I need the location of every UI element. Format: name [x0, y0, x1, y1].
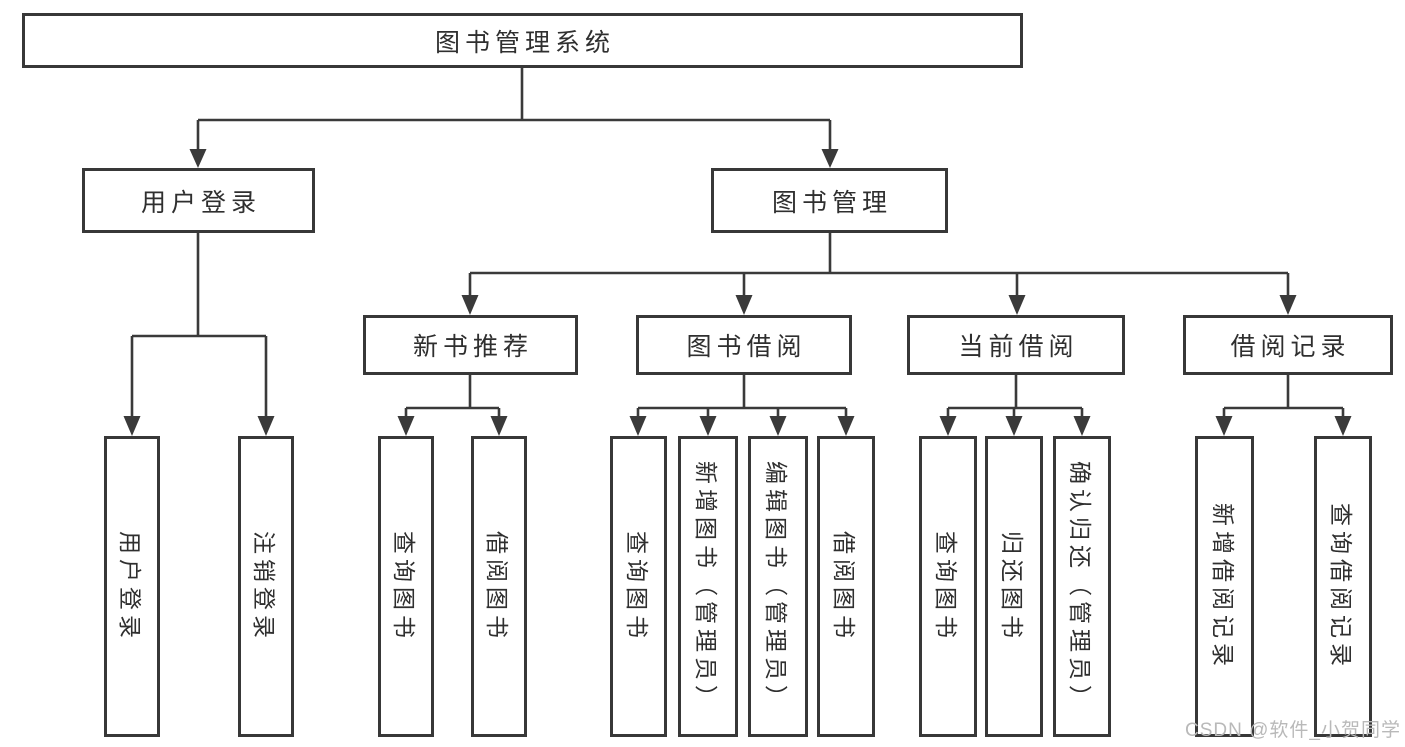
node-current-borrow: 当前借阅 — [907, 315, 1125, 375]
node-user-login-label: 用户登录 — [140, 188, 261, 217]
node-new-book-recommend: 新书推荐 — [363, 315, 578, 375]
node-book-management-label: 图书管理 — [771, 188, 892, 217]
leaf-confirm-return-admin: 确认归还（管理员） — [1053, 436, 1111, 737]
leaf-borrow-query-book: 查询图书 — [610, 436, 667, 737]
csdn-watermark: CSDN @软件_小贺同学 — [1185, 720, 1401, 741]
leaf-return-book: 归还图书 — [985, 436, 1043, 737]
leaf-add-borrow-record-label: 新增借阅记录 — [1209, 502, 1236, 671]
node-borrow-records: 借阅记录 — [1183, 315, 1393, 375]
leaf-query-borrow-record: 查询借阅记录 — [1314, 436, 1372, 737]
node-current-borrow-label: 当前借阅 — [958, 333, 1079, 361]
leaf-edit-book-admin: 编辑图书（管理员） — [748, 436, 808, 737]
leaf-recommend-borrow-book: 借阅图书 — [471, 436, 527, 737]
leaf-add-book-admin: 新增图书（管理员） — [678, 436, 738, 737]
leaf-recommend-query-book-label: 查询图书 — [391, 530, 417, 643]
leaf-logout: 注销登录 — [238, 436, 294, 737]
leaf-borrow-book-label: 借阅图书 — [831, 530, 857, 643]
leaf-borrow-book: 借阅图书 — [817, 436, 875, 737]
leaf-user-login-label: 用户登录 — [117, 530, 143, 643]
node-borrow-records-label: 借阅记录 — [1230, 333, 1351, 361]
leaf-borrow-query-book-label: 查询图书 — [623, 530, 650, 643]
leaf-query-borrow-record-label: 查询借阅记录 — [1328, 502, 1354, 671]
node-new-book-recommend-label: 新书推荐 — [412, 333, 533, 361]
leaf-current-query-book: 查询图书 — [919, 436, 977, 737]
node-book-borrow: 图书借阅 — [636, 315, 852, 375]
node-book-management: 图书管理 — [711, 168, 948, 233]
leaf-edit-book-admin-label: 编辑图书（管理员） — [763, 460, 789, 713]
leaf-logout-label: 注销登录 — [251, 530, 277, 643]
leaf-user-login: 用户登录 — [104, 436, 160, 737]
leaf-current-query-book-label: 查询图书 — [933, 530, 959, 643]
leaf-recommend-query-book: 查询图书 — [378, 436, 434, 737]
node-book-borrow-label: 图书借阅 — [686, 333, 807, 361]
leaf-confirm-return-admin-label: 确认归还（管理员） — [1067, 460, 1093, 713]
leaf-recommend-borrow-book-label: 借阅图书 — [484, 530, 510, 643]
leaf-add-borrow-record: 新增借阅记录 — [1195, 436, 1254, 737]
node-root: 图书管理系统 — [22, 13, 1023, 68]
leaf-return-book-label: 归还图书 — [999, 530, 1025, 643]
node-user-login: 用户登录 — [82, 168, 315, 233]
leaf-add-book-admin-label: 新增图书（管理员） — [693, 460, 719, 713]
node-root-label: 图书管理系统 — [434, 28, 615, 57]
